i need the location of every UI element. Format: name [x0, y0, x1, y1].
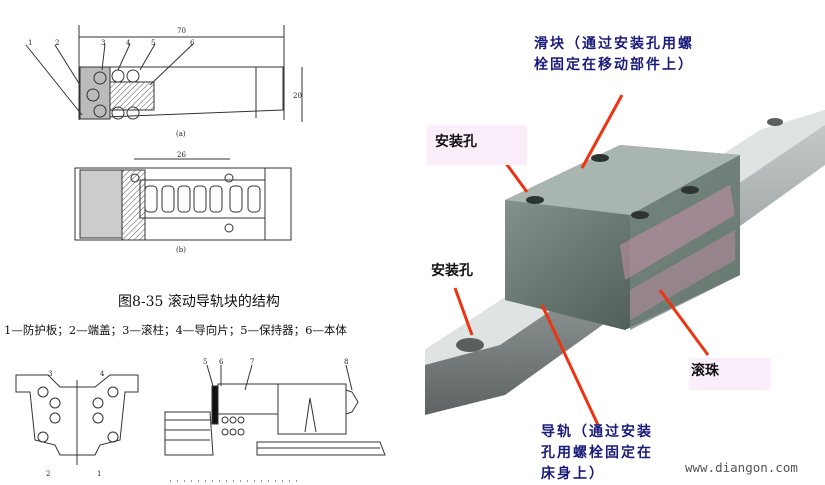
part-4: 4 — [126, 39, 131, 47]
slider-label-line: 滑块（通过安装孔用螺 — [534, 36, 694, 52]
part-d-7: 7 — [250, 358, 254, 366]
sublabel-b: (b) — [176, 246, 186, 254]
figure-caption: 图8-35 滚动导轨块的结构 — [118, 294, 280, 310]
figure-legend: 1—防护板；2—端盖；3—滚柱；4—导向片；5—保持器；6—本体 — [4, 323, 347, 337]
part-c-2: 2 — [46, 470, 50, 478]
dim-pitch-26: 26 — [177, 151, 186, 159]
dim-height-20: 20 — [293, 92, 302, 100]
part-d-5: 5 — [203, 358, 207, 366]
part-6: 6 — [190, 39, 195, 47]
part-3: 3 — [101, 39, 105, 47]
mount-hole-top-arrow — [503, 161, 529, 193]
part-d-6: 6 — [219, 358, 224, 366]
drawing-b-top-view — [74, 158, 292, 241]
part-c-3: 3 — [48, 370, 52, 378]
mount-hole-left-label: 安装孔 — [431, 263, 473, 279]
drawing-a-cross-section — [25, 25, 303, 122]
balls-label: 滚珠 — [689, 358, 771, 390]
part-1: 1 — [28, 39, 32, 47]
rail-label-line: 导轨（通过安装 — [541, 424, 653, 440]
drawing-d-side-section — [164, 364, 386, 482]
rail-arrow — [540, 304, 600, 426]
part-5: 5 — [151, 39, 155, 47]
dim-width-70: 70 — [177, 27, 186, 35]
slider-arrow — [580, 94, 624, 169]
watermark: www.diangon.com — [685, 460, 798, 475]
sublabel-a: (a) — [176, 130, 186, 138]
part-c-1: 1 — [97, 470, 101, 478]
mount-hole-top-label: 安装孔 — [427, 125, 527, 165]
rail-label: 导轨（通过安装 孔用螺栓固定在 床身上） — [541, 422, 653, 485]
part-d-8: 8 — [344, 358, 348, 366]
linear-guide-photo — [425, 94, 825, 426]
part-2: 2 — [55, 39, 59, 47]
slider-label-line: 栓固定在移动部件上） — [534, 57, 694, 73]
drawing-c-end-section — [15, 374, 139, 465]
rail-label-line: 床身上） — [541, 466, 605, 482]
slider-label: 滑块（通过安装孔用螺 栓固定在移动部件上） — [534, 34, 694, 76]
rail-label-line: 孔用螺栓固定在 — [541, 445, 653, 461]
mount-hole-left-arrow — [453, 287, 474, 336]
part-c-4: 4 — [100, 370, 105, 378]
balls-arrow — [658, 289, 710, 356]
